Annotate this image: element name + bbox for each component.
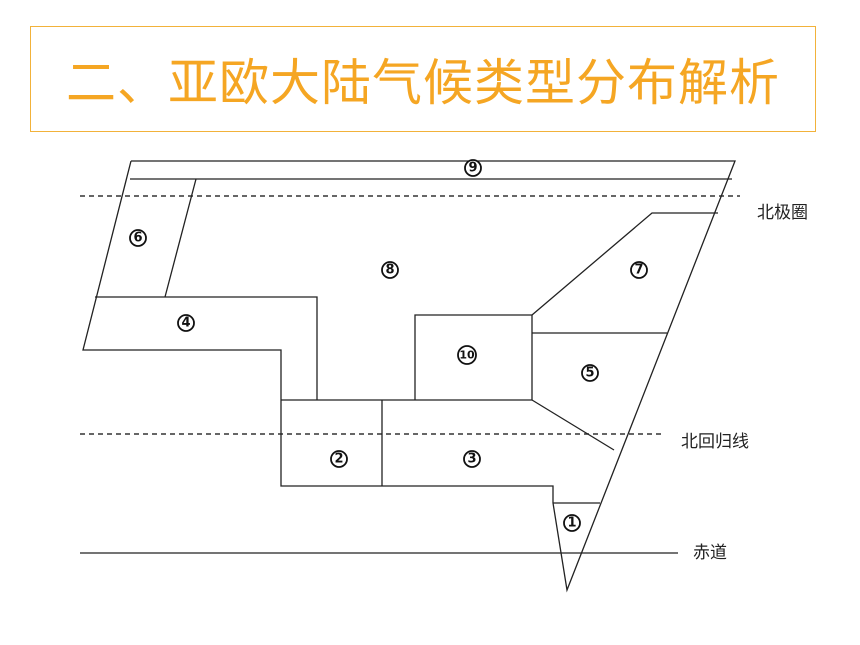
region5-bottom — [531, 399, 615, 451]
region7-boundary — [531, 212, 718, 316]
page-title: 二、亚欧大陆气候类型分布解析 — [66, 54, 780, 112]
region-label-7: 7 — [630, 261, 648, 279]
region6-divider — [164, 178, 197, 298]
svg-text:9: 9 — [468, 161, 477, 176]
region-label-5: 5 — [581, 364, 599, 382]
region-label-1: 1 — [563, 514, 581, 532]
region4-boundary — [95, 296, 318, 400]
svg-text:6: 6 — [133, 231, 142, 246]
svg-text:3: 3 — [467, 452, 476, 467]
region-label-6: 6 — [129, 229, 147, 247]
equator-label: 赤道 — [693, 543, 727, 563]
continent-outline — [82, 160, 736, 593]
svg-text:2: 2 — [334, 452, 343, 467]
tropic-of-cancer-label: 北回归线 — [681, 432, 749, 452]
svg-text:4: 4 — [181, 316, 190, 331]
svg-text:8: 8 — [385, 263, 394, 278]
svg-text:1: 1 — [567, 516, 576, 531]
region-label-10: 10 — [457, 345, 477, 365]
svg-text:7: 7 — [634, 263, 643, 278]
title-box: 二、亚欧大陆气候类型分布解析 — [30, 26, 816, 132]
region10-box — [414, 314, 533, 400]
region-label-9: 9 — [464, 159, 482, 177]
arctic-circle-label: 北极圈 — [757, 203, 808, 223]
region-label-3: 3 — [463, 450, 481, 468]
region-label-2: 2 — [330, 450, 348, 468]
region-label-8: 8 — [381, 261, 399, 279]
svg-text:10: 10 — [459, 349, 475, 362]
region-label-4: 4 — [177, 314, 195, 332]
svg-text:5: 5 — [585, 366, 594, 381]
